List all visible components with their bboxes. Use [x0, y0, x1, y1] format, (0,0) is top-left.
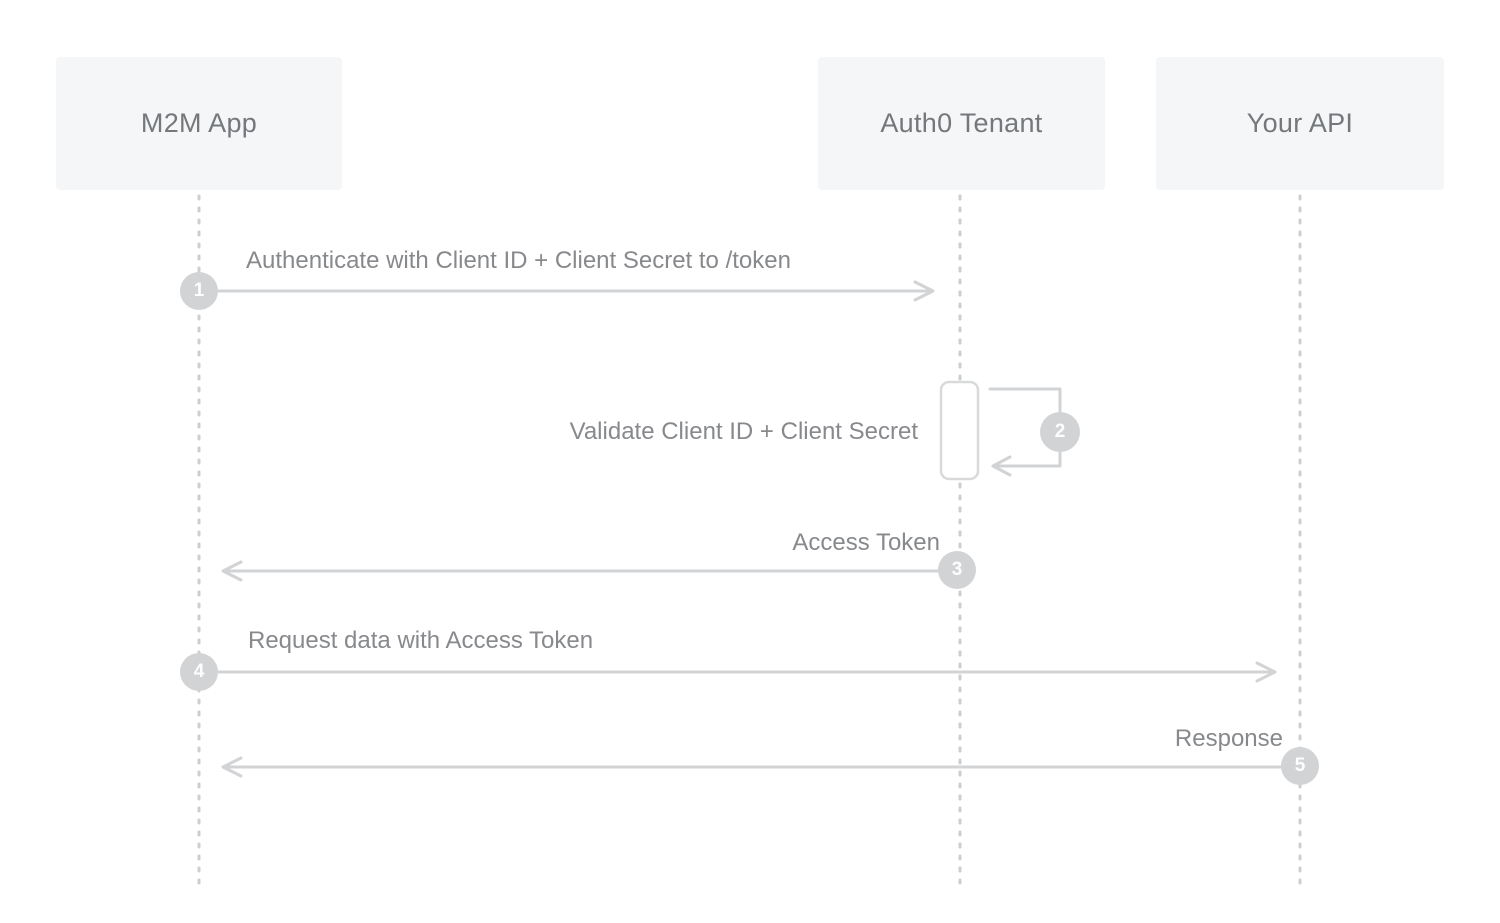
- step-circle-5: 5: [1281, 747, 1319, 785]
- step-circle-3: 3: [938, 551, 976, 589]
- actor-label-m2m-app: M2M App: [140, 108, 258, 138]
- arrow-3-head: [221, 560, 243, 582]
- message-1-label: Authenticate with Client ID + Client Sec…: [246, 247, 791, 274]
- message-3-label: Access Token: [792, 529, 940, 556]
- actor-box-m2m-app: M2M App: [56, 57, 342, 190]
- arrow-2-head: [991, 455, 1012, 477]
- actor-box-auth0-tenant: Auth0 Tenant: [818, 57, 1105, 190]
- step-circle-4: 4: [180, 653, 218, 691]
- actor-box-your-api: Your API: [1156, 57, 1444, 190]
- actor-label-your-api: Your API: [1246, 108, 1354, 138]
- step-circle-2: 2: [1040, 412, 1080, 452]
- arrow-1-head: [913, 280, 935, 302]
- arrow-4-head: [1255, 661, 1277, 683]
- message-4-label: Request data with Access Token: [248, 627, 594, 654]
- arrow-5-head: [221, 756, 243, 778]
- step-circle-1: 1: [180, 272, 218, 310]
- actor-label-auth0-tenant: Auth0 Tenant: [880, 108, 1043, 138]
- message-2-label: Validate Client ID + Client Secret: [569, 418, 918, 445]
- message-5-label: Response: [1174, 725, 1283, 752]
- activation-box-auth0: [939, 380, 980, 481]
